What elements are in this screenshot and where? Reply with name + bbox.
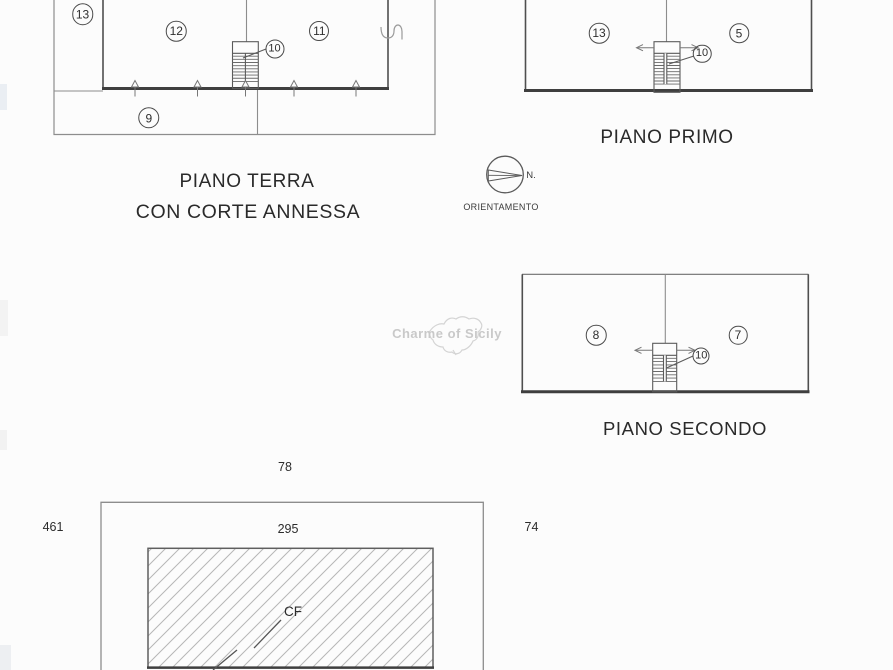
piano-secondo-plan [521, 273, 810, 394]
stairs-label-10-primo: 10 [692, 44, 712, 63]
piano-primo-plan [524, 0, 813, 93]
room-label-13-primo: 13 [588, 22, 610, 44]
stair-direction-arrows [635, 44, 700, 52]
compass-caption: ORIENTAMENTO [463, 201, 539, 212]
dimension-top: 78 [278, 460, 292, 474]
room-label-13-terra: 13 [71, 3, 94, 25]
stairs-piano-secondo [652, 342, 678, 393]
watermark-text: Charme of Sicily [392, 326, 502, 341]
piano-terra-title-line1: PIANO TERRA [179, 170, 315, 192]
entrance-arrows [130, 79, 361, 97]
stair-direction-arrows [633, 346, 697, 354]
stairs-label-10-terra: 10 [265, 39, 284, 59]
room-label-5-primo: 5 [729, 23, 749, 43]
dimension-right: 74 [524, 519, 539, 534]
stairs-label-10-secondo: 10 [692, 347, 710, 365]
watermark-island-outline [429, 316, 483, 356]
piano-primo-title: PIANO PRIMO [600, 126, 734, 148]
compass-drawing [486, 155, 524, 194]
door-swing-symbol [380, 24, 403, 40]
piano-terra-plan [53, 0, 436, 136]
dimension-left: 461 [42, 520, 64, 534]
room-label-8-secondo: 8 [585, 324, 607, 346]
cf-leader-line [212, 619, 282, 670]
dimension-inner: 295 [277, 521, 299, 536]
compass-north-label: N. [526, 169, 536, 181]
stairs-piano-terra [231, 41, 259, 90]
room-label-11-terra: 11 [309, 21, 330, 42]
room-label-12-terra: 12 [166, 20, 187, 42]
room-label-7-secondo: 7 [728, 325, 748, 345]
hatched-area-cf [147, 547, 434, 669]
court-label-9-terra: 9 [138, 107, 160, 129]
site-plan-drawing [100, 501, 484, 670]
piano-terra-title-line2: CON CORTE ANNESSA [135, 201, 361, 223]
piano-secondo-title: PIANO SECONDO [602, 417, 768, 439]
cf-area-label: CF [284, 604, 302, 619]
stairs-piano-primo [653, 41, 681, 93]
